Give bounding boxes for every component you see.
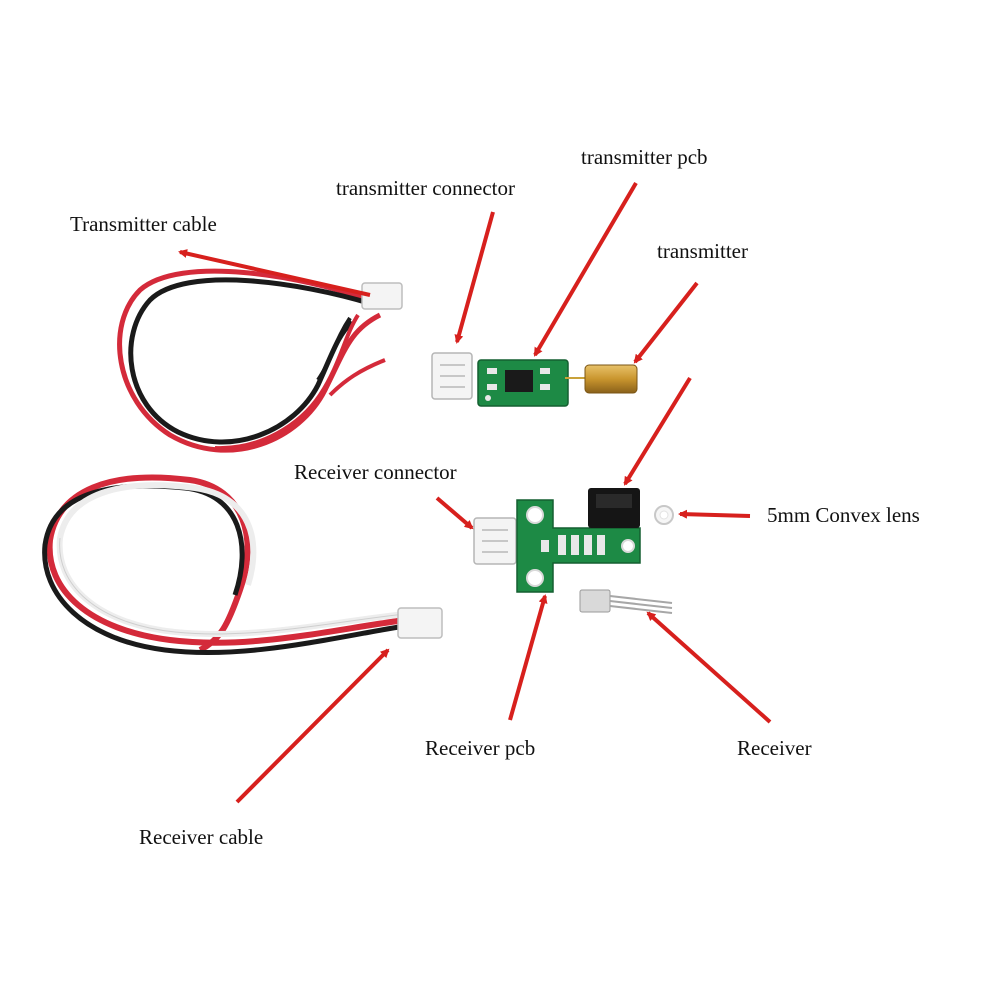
- label-receiver-connector: Receiver connector: [294, 460, 457, 484]
- transmitter-connector: [431, 352, 473, 400]
- receiver-pcb: [516, 499, 641, 593]
- arrow-transmitter-pcb: [533, 181, 638, 357]
- receiver-cable-plug: [397, 607, 443, 639]
- arrow-transmitter-connector: [454, 211, 495, 344]
- arrow-convex-lens: [678, 509, 751, 519]
- label-convex-lens: 5mm Convex lens: [767, 503, 920, 527]
- receiver-housing: [588, 488, 640, 528]
- arrow-receiver-connector: [435, 496, 474, 530]
- arrow-receiver-pcb: [508, 594, 548, 721]
- transmitter-cable: [117, 268, 403, 453]
- label-transmitter: transmitter: [657, 239, 748, 263]
- arrow-receiver-cable: [235, 648, 390, 804]
- receiver-cable: [42, 474, 443, 656]
- label-receiver-cable: Receiver cable: [139, 825, 264, 849]
- arrow-transmitter: [633, 281, 699, 364]
- label-transmitter-cable: Transmitter cable: [70, 212, 217, 236]
- callout-arrows: [178, 181, 772, 804]
- receiver-connector: [473, 517, 517, 565]
- convex-lens: [654, 505, 674, 525]
- transmitter-pcb: [477, 359, 569, 407]
- receiver-sensor: [579, 589, 673, 614]
- arrow-transmitter-cable: [178, 249, 371, 297]
- transmitter-cable-plug: [361, 282, 403, 310]
- label-receiver: Receiver: [737, 736, 812, 760]
- label-receiver-pcb: Receiver pcb: [425, 736, 536, 760]
- label-transmitter-pcb: transmitter pcb: [581, 145, 708, 169]
- arrow-receiver-housing: [623, 376, 692, 486]
- transmitter-laser: [565, 364, 638, 394]
- arrow-receiver: [646, 611, 772, 724]
- label-transmitter-connector: transmitter connector: [336, 176, 516, 200]
